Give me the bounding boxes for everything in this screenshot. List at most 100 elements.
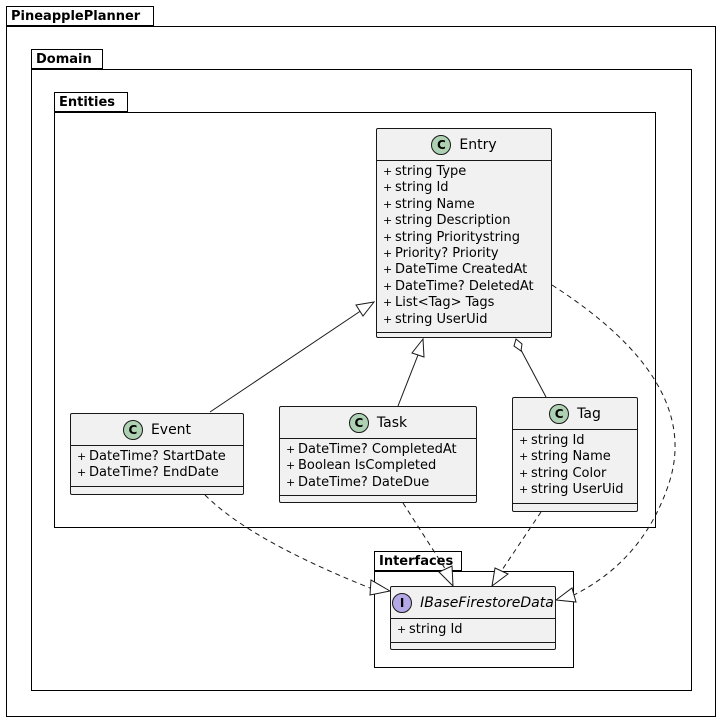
class-event-name: Event [150,421,192,438]
field-text: Priority? Priority [395,245,499,261]
package-tab-entities: Entities [54,92,128,112]
field-row: +string UserUid [383,312,551,328]
class-tag-methods [513,504,637,512]
class-tag-header: C Tag [513,398,637,430]
field-row: +DateTime? CompletedAt [286,442,476,458]
field-text: DateTime? DeletedAt [395,278,534,294]
class-entry-name: Entry [459,136,497,153]
class-task-methods [280,496,476,504]
class-entry-methods [377,333,551,341]
interface-ibase-header: I IBaseFirestoreData [391,587,555,619]
public-visibility-icon: + [383,312,393,326]
field-text: string Id [395,180,449,196]
edge-task-ibase [402,502,447,571]
class-event-header: C Event [71,414,243,446]
class-tag-fields: +string Id +string Name +string Color +s… [513,430,637,504]
field-text: DateTime? DateDue [298,474,430,490]
interface-ibasefirestoredata[interactable]: I IBaseFirestoreData +string Id [390,586,556,650]
package-tab-interfaces: Interfaces [374,551,462,571]
field-text: string UserUid [531,482,624,498]
field-text: DateTime? StartDate [89,449,226,464]
package-tab-domain: Domain [31,49,103,69]
class-event[interactable]: C Event +DateTime? StartDate +DateTime? … [70,413,244,495]
class-event-fields: +DateTime? StartDate +DateTime? EndDate [71,446,243,487]
public-visibility-icon: + [519,434,529,447]
field-row: +string Id [519,433,637,449]
public-visibility-icon: + [397,623,407,636]
public-visibility-icon: + [383,181,393,195]
edge-entry-ibase-arrow [554,587,577,603]
public-visibility-icon: + [383,296,393,310]
class-task-name: Task [376,414,408,431]
public-visibility-icon: + [383,263,393,277]
class-event-methods [71,487,243,495]
public-visibility-icon: + [383,214,393,228]
field-text: string Id [409,622,463,637]
interface-ibase-name: IBaseFirestoreData [420,594,554,611]
interface-ibase-methods [391,643,555,651]
field-text: string Type [395,164,467,179]
edge-entry-tag [520,349,547,398]
package-domain [31,69,692,691]
class-tag[interactable]: C Tag +string Id +string Name +string Co… [512,397,638,512]
field-row: +string Color [519,466,637,482]
public-visibility-icon: + [519,450,529,464]
class-stereotype-icon: C [348,412,369,433]
field-text: DateTime CreatedAt [395,262,528,278]
edge-event-entry-arrow [355,301,376,317]
edge-task-entry [397,354,419,407]
field-row: +DateTime? DateDue [286,475,476,491]
class-entry-fields: +string Type +string Id +string Name +st… [377,161,551,333]
class-stereotype-icon: C [549,403,570,424]
public-visibility-icon: + [519,483,529,497]
field-text: string Id [531,433,585,448]
class-stereotype-icon: C [431,134,452,155]
public-visibility-icon: + [383,246,393,260]
package-pineappleplanner [6,26,716,717]
field-text: string Description [395,213,511,229]
package-interfaces [374,571,574,668]
edge-entry-tag-diamond [513,338,523,352]
field-text: string Name [395,196,475,212]
edge-entry-ibase [551,284,676,597]
field-text: DateTime? CompletedAt [298,442,457,457]
public-visibility-icon: + [286,459,296,473]
field-text: DateTime? EndDate [89,465,219,481]
field-row: +string Type [383,164,551,180]
class-task[interactable]: C Task +DateTime? CompletedAt +Boolean I… [279,406,477,503]
field-row: +string Prioritystring [383,230,551,246]
package-entities [54,112,656,528]
field-row: +string Name [519,449,637,465]
field-text: string UserUid [395,311,488,327]
field-row: +string Id [383,180,551,196]
edge-event-entry [209,307,366,413]
class-task-fields: +DateTime? CompletedAt +Boolean IsComple… [280,439,476,497]
field-text: string Color [531,465,607,481]
class-stereotype-icon: C [122,419,143,440]
public-visibility-icon: + [519,466,529,480]
package-tab-pineappleplanner: PineapplePlanner [6,6,154,26]
field-row: +Priority? Priority [383,246,551,262]
class-entry-header: C Entry [377,129,551,161]
public-visibility-icon: + [77,466,87,480]
field-row: +List<Tag> Tags [383,295,551,311]
interface-stereotype-icon: I [392,592,413,613]
field-row: +string Name [383,197,551,213]
public-visibility-icon: + [383,230,393,244]
field-row: +DateTime? DeletedAt [383,279,551,295]
field-row: +DateTime? EndDate [77,465,243,481]
public-visibility-icon: + [383,279,393,293]
field-row: +string Description [383,213,551,229]
field-row: +DateTime? StartDate [77,449,243,465]
edge-tag-ibase [501,511,542,571]
field-row: +DateTime CreatedAt [383,262,551,278]
edge-event-ibase [204,494,371,589]
field-row: +Boolean IsCompleted [286,458,476,474]
field-row: +string UserUid [519,482,637,498]
field-text: string Name [531,449,611,465]
edge-task-entry-arrow [411,337,425,358]
class-tag-name: Tag [577,405,601,422]
public-visibility-icon: + [383,165,393,178]
class-entry[interactable]: C Entry +string Type +string Id +string … [376,128,552,338]
